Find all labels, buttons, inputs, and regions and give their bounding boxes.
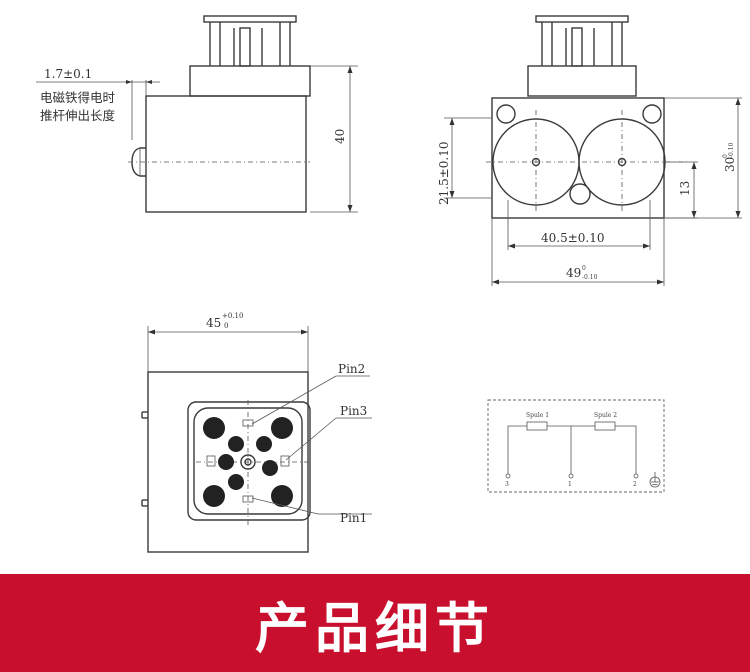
technical-drawing: 1.7±0.1 电磁铁得电时 推杆伸出长度 40 bbox=[36, 15, 742, 553]
height-dimension: 40 bbox=[333, 129, 347, 144]
height-tol-upper: 0 bbox=[722, 154, 729, 158]
terminal-3: 3 bbox=[505, 481, 509, 488]
contact-pin bbox=[228, 474, 244, 490]
vertical-pitch-dimension: 21.5±0.10 bbox=[437, 142, 451, 206]
horizontal-pitch-dimension: 40.5±0.10 bbox=[541, 231, 605, 245]
width-tol-upper: 0 bbox=[582, 265, 586, 272]
coil2-resistor bbox=[594, 421, 616, 431]
corner-pin bbox=[203, 417, 225, 439]
front-body bbox=[491, 97, 665, 219]
contact-pin bbox=[262, 460, 278, 476]
stroke-dimension: 1.7±0.1 bbox=[44, 67, 92, 81]
corner-pin bbox=[271, 485, 293, 507]
width-tol-lower: -0.10 bbox=[582, 274, 598, 281]
solenoid-body bbox=[145, 95, 307, 213]
coil1-resistor bbox=[526, 421, 548, 431]
terminal-2: 2 bbox=[633, 481, 637, 488]
mounting-hole bbox=[642, 104, 662, 124]
contact-pin bbox=[228, 436, 244, 452]
contact-pin bbox=[256, 436, 272, 452]
mounting-hole bbox=[496, 104, 516, 124]
stroke-note-line1: 电磁铁得电时 bbox=[40, 90, 116, 105]
product-details-banner: 产品细节 bbox=[0, 574, 750, 672]
connector-width-tol-lower: 0 bbox=[224, 322, 228, 330]
coil2-label: Spule 2 bbox=[594, 412, 617, 419]
side-view: 1.7±0.1 电磁铁得电时 推杆伸出长度 40 bbox=[36, 15, 358, 213]
center-stud bbox=[240, 454, 256, 470]
pin2-label: Pin2 bbox=[338, 362, 365, 376]
height-dimension-30: 30 bbox=[723, 157, 737, 172]
connector-width-dimension: 45 bbox=[206, 316, 221, 330]
pin3-label: Pin3 bbox=[340, 404, 367, 418]
width-dimension-49: 49 bbox=[566, 266, 581, 280]
corner-pin bbox=[203, 485, 225, 507]
pin1-label: Pin1 bbox=[340, 511, 367, 525]
banner-title: 产品细节 bbox=[255, 596, 495, 660]
connector-view: 45 +0.10 0 bbox=[141, 312, 372, 553]
connector-cap bbox=[203, 15, 297, 23]
center-offset-dimension: 13 bbox=[678, 181, 692, 196]
coil1-label: Spule 1 bbox=[526, 412, 549, 419]
height-tol-lower: -0.10 bbox=[728, 142, 735, 158]
collar bbox=[189, 65, 311, 97]
wiring-schematic: Spule 1 Spule 2 3 1 2 bbox=[487, 399, 665, 493]
socket-frame bbox=[187, 401, 311, 521]
terminal-1: 1 bbox=[568, 481, 572, 488]
connector-width-tol-upper: +0.10 bbox=[222, 312, 243, 320]
corner-pin bbox=[271, 417, 293, 439]
front-view: 21.5±0.10 13 30 0 -0.10 40.5±0.10 49 0 -… bbox=[437, 15, 742, 286]
ground-icon bbox=[649, 472, 661, 488]
mounting-hole bbox=[569, 183, 591, 205]
stroke-note-line2: 推杆伸出长度 bbox=[40, 108, 116, 123]
contact-pin bbox=[218, 454, 234, 470]
prong bbox=[239, 27, 251, 67]
schematic-frame bbox=[487, 399, 665, 493]
